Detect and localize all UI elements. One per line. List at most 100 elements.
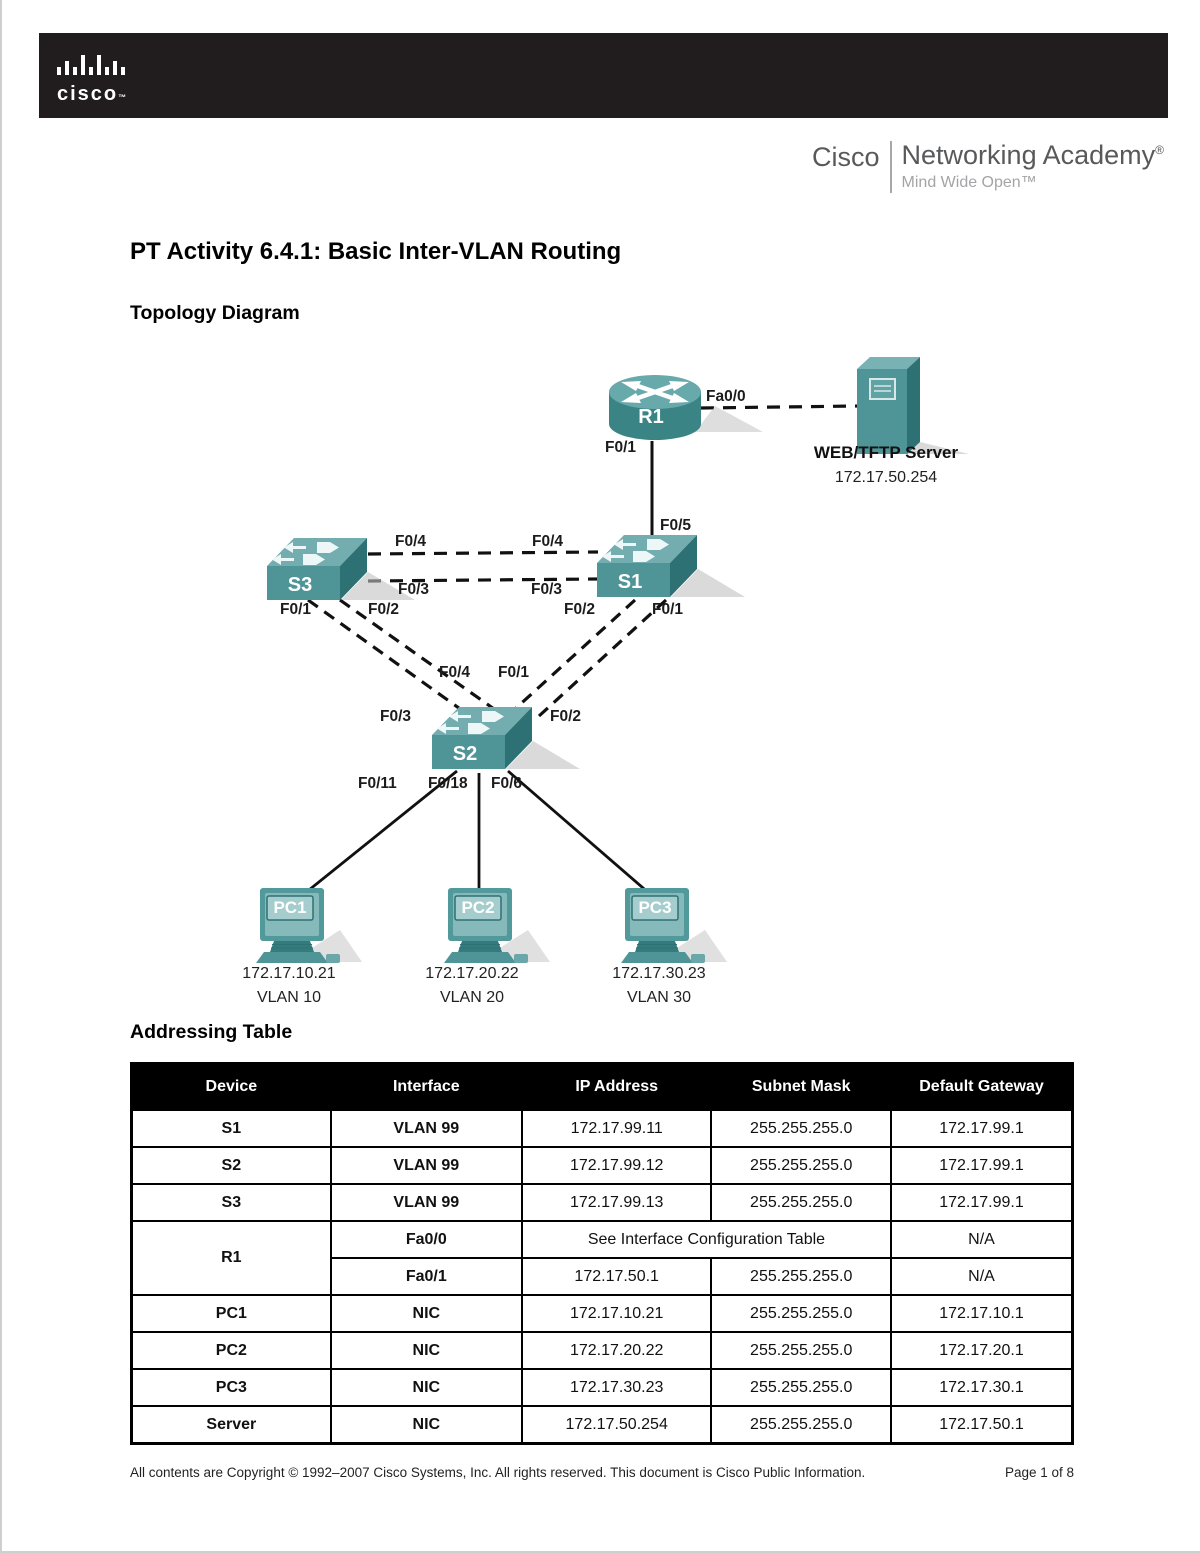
na-divider	[889, 141, 892, 193]
cell-device: PC3	[130, 1368, 332, 1407]
col-header-mask: Subnet Mask	[710, 1062, 892, 1111]
link-s3-s2-a	[307, 598, 471, 718]
server-ip-label: 172.17.50.254	[835, 469, 937, 486]
cell-ip: 172.17.30.23	[520, 1368, 713, 1407]
cell-mask: 255.255.255.0	[710, 1109, 892, 1148]
col-header-gateway: Default Gateway	[890, 1062, 1074, 1111]
port-label-s3-f04: F0/4	[395, 533, 426, 550]
cell-interface: NIC	[329, 1331, 523, 1370]
link-s3-s2-b	[339, 598, 495, 711]
link-s3-s1-f04	[367, 550, 599, 556]
switch-s3-label: S3	[288, 574, 312, 596]
table-header-row: Device Interface IP Address Subnet Mask …	[130, 1062, 1074, 1111]
cell-mask: 255.255.255.0	[710, 1146, 892, 1185]
switch-s1-icon: S1	[597, 535, 745, 597]
server-icon	[857, 357, 969, 454]
cell-ip: 172.17.20.22	[520, 1331, 713, 1370]
col-header-device: Device	[130, 1062, 332, 1111]
cell-ip: 172.17.99.13	[520, 1183, 713, 1222]
pc1-vlan-label: VLAN 10	[257, 989, 321, 1006]
link-s1-s2-b	[537, 598, 668, 718]
cell-ip: 172.17.50.1	[520, 1257, 713, 1296]
cell-interface: Fa0/1	[329, 1257, 523, 1296]
cell-mask: 255.255.255.0	[710, 1257, 892, 1296]
pc3-icon: PC3	[620, 887, 728, 964]
port-label-s2-f03: F0/3	[380, 708, 411, 725]
cell-gateway: 172.17.99.1	[890, 1109, 1074, 1148]
topology-diagram: R1 WEB/TFTP Server 172.17.50.254 S3 S1 S…	[242, 357, 969, 1006]
cell-mask: 255.255.255.0	[710, 1183, 892, 1222]
cell-mask: 255.255.255.0	[710, 1331, 892, 1370]
port-label-r1-fa00: Fa0/0	[706, 388, 746, 405]
link-s2-pc3	[507, 769, 651, 896]
port-label-s2-f011: F0/11	[358, 775, 397, 792]
table-row: S1 VLAN 99 172.17.99.11 255.255.255.0 17…	[130, 1109, 1074, 1148]
switch-s3-icon: S3	[267, 538, 415, 600]
table-row: S3 VLAN 99 172.17.99.13 255.255.255.0 17…	[130, 1183, 1074, 1222]
cell-interface: VLAN 99	[329, 1146, 523, 1185]
cell-gateway: 172.17.20.1	[890, 1331, 1074, 1370]
port-label-s1-f02: F0/2	[564, 601, 595, 618]
link-s3-s1-f03	[367, 577, 599, 583]
cell-interface: NIC	[329, 1405, 523, 1445]
cell-ip: 172.17.99.12	[520, 1146, 713, 1185]
cell-device: PC2	[130, 1331, 332, 1370]
cell-ip: 172.17.99.11	[520, 1109, 713, 1148]
page-footer: All contents are Copyright © 1992–2007 C…	[130, 1465, 1074, 1480]
pc1-ip-label: 172.17.10.21	[242, 965, 336, 982]
pc1-label: PC1	[273, 898, 306, 917]
page-title: PT Activity 6.4.1: Basic Inter-VLAN Rout…	[130, 238, 622, 265]
cell-mask: 255.255.255.0	[710, 1294, 892, 1333]
cell-device: S2	[130, 1146, 332, 1185]
table-row: Fa0/1 172.17.50.1 255.255.255.0 N/A	[132, 1257, 1074, 1296]
na-cisco-text: Cisco	[812, 142, 880, 172]
cell-interface: Fa0/0	[329, 1220, 523, 1259]
table-row: R1 Fa0/0 See Interface Configuration Tab…	[130, 1220, 1074, 1296]
router-r1-icon: R1	[609, 375, 763, 440]
switch-s1-label: S1	[618, 571, 642, 593]
cell-device: PC1	[130, 1294, 332, 1333]
cell-gateway: 172.17.50.1	[890, 1405, 1074, 1445]
pc2-label: PC2	[461, 898, 494, 917]
pc1-icon: PC1	[255, 887, 363, 964]
col-header-interface: Interface	[329, 1062, 523, 1111]
footer-page-number: Page 1 of 8	[1004, 1465, 1074, 1480]
router-r1-label: R1	[638, 406, 664, 428]
cell-gateway: 172.17.99.1	[890, 1183, 1074, 1222]
cell-interface: NIC	[329, 1368, 523, 1407]
port-label-s2-f04: F0/4	[439, 664, 470, 681]
cisco-bridge-icon	[57, 55, 125, 75]
link-s2-pc1	[303, 769, 458, 896]
port-label-s3-f01: F0/1	[280, 601, 311, 618]
cell-interface: VLAN 99	[329, 1183, 523, 1222]
cell-mask: 255.255.255.0	[710, 1405, 892, 1445]
pc3-vlan-label: VLAN 30	[627, 989, 691, 1006]
table-row: Server NIC 172.17.50.254 255.255.255.0 1…	[130, 1405, 1074, 1445]
port-label-s2-f02: F0/2	[550, 708, 581, 725]
port-label-r1-f01: F0/1	[605, 439, 636, 456]
port-label-s3-f02: F0/2	[368, 601, 399, 618]
port-label-s3-f03: F0/3	[398, 581, 429, 598]
addressing-heading: Addressing Table	[130, 1021, 293, 1043]
pc2-vlan-label: VLAN 20	[440, 989, 504, 1006]
cell-interface: VLAN 99	[329, 1109, 523, 1148]
cell-device: S3	[130, 1183, 332, 1222]
cisco-wordmark: cisco™	[57, 83, 129, 105]
port-label-s1-f01: F0/1	[652, 601, 683, 618]
port-label-s2-f01: F0/1	[498, 664, 529, 681]
pc2-icon: PC2	[443, 887, 551, 964]
cell-ip: 172.17.50.254	[520, 1405, 713, 1445]
footer-copyright: All contents are Copyright © 1992–2007 C…	[130, 1465, 866, 1480]
server-name-label: WEB/TFTP Server	[814, 443, 959, 462]
cell-gateway: 172.17.30.1	[890, 1368, 1074, 1407]
port-label-s1-f03: F0/3	[531, 581, 562, 598]
cell-device: Server	[130, 1405, 332, 1445]
cell-gateway: N/A	[890, 1220, 1074, 1259]
cell-gateway: 172.17.99.1	[890, 1146, 1074, 1185]
cell-interface: NIC	[329, 1294, 523, 1333]
cell-device: S1	[130, 1109, 332, 1148]
na-tagline: Mind Wide Open™	[901, 173, 1037, 191]
table-row: PC3 NIC 172.17.30.23 255.255.255.0 172.1…	[130, 1368, 1074, 1407]
port-label-s2-f06: F0/6	[491, 775, 522, 792]
